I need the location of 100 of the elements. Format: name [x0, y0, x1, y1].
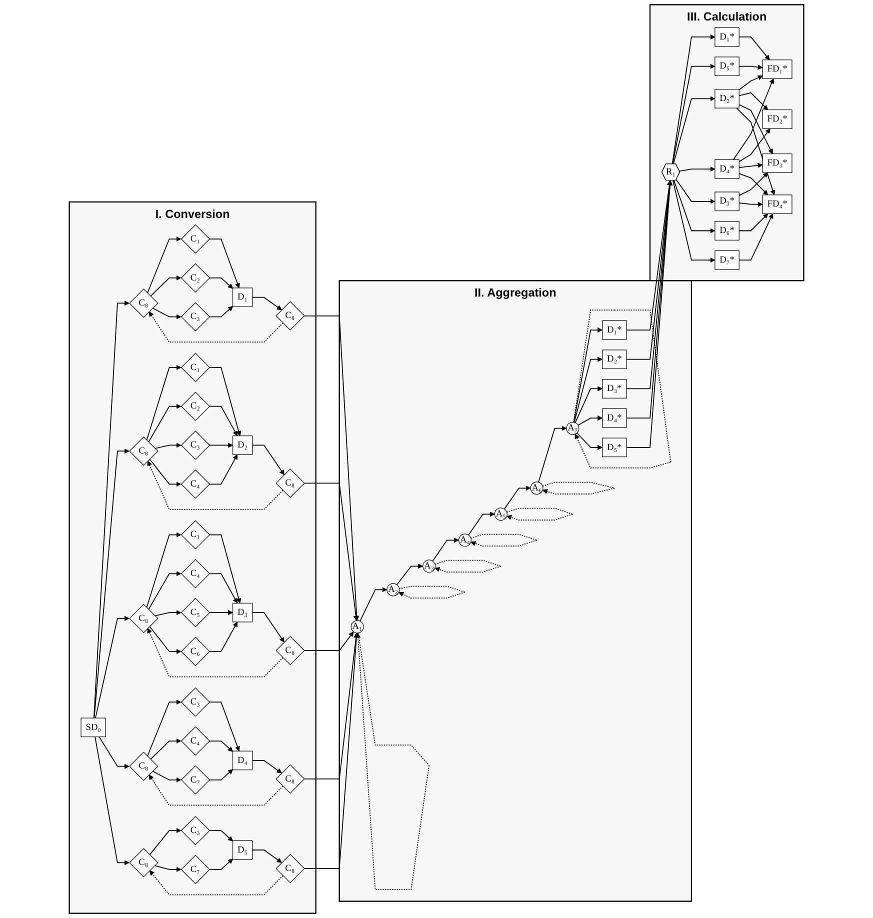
arrow: [578, 416, 603, 426]
arrow: [252, 612, 284, 642]
node-diamond: C₁: [180, 224, 210, 254]
arrow: [738, 162, 763, 168]
arrow: [148, 571, 182, 610]
arrow: [738, 75, 763, 90]
arrow: [94, 448, 130, 718]
arrow: [672, 96, 716, 165]
arrow: [252, 444, 284, 476]
node-diamond: C₃: [180, 302, 210, 332]
arrow: [304, 482, 358, 621]
arrow: [576, 432, 603, 450]
arrow: [538, 426, 567, 483]
arrow: [304, 632, 354, 651]
arrow: [434, 560, 502, 572]
arrow: [147, 460, 284, 510]
node-diamond: C₈: [129, 288, 158, 318]
node-box: D₅*: [602, 438, 627, 458]
arrow: [146, 532, 182, 608]
arrow: [732, 78, 774, 160]
arrow: [148, 312, 284, 343]
arrow: [573, 310, 672, 468]
node-box: D₂: [232, 436, 253, 455]
arrow: [468, 512, 495, 536]
arrow: [93, 300, 130, 718]
node-box: D₃*: [714, 192, 740, 212]
arrow: [504, 486, 531, 510]
arrow: [146, 364, 182, 441]
arrow: [738, 202, 763, 207]
arrow: [738, 128, 770, 162]
arrow: [208, 306, 234, 318]
node-diamond: C₇: [180, 765, 210, 794]
arrow: [360, 587, 388, 622]
node-box: FD₄*: [762, 194, 792, 214]
arrow: [152, 308, 182, 320]
node-box: D₃*: [602, 379, 627, 398]
arrow: [208, 830, 234, 842]
arrow: [208, 610, 234, 616]
node-box: FD₃*: [762, 154, 792, 173]
arrow: [542, 482, 615, 494]
arrow: [678, 166, 716, 172]
arrow: [149, 626, 182, 654]
arrow: [738, 213, 774, 261]
node-box: FD₂*: [762, 110, 792, 129]
arrow: [152, 770, 182, 782]
node-diamond: C₈: [129, 752, 158, 781]
node-box: D₁: [232, 288, 253, 308]
arrow: [672, 64, 716, 165]
arrow: [147, 628, 284, 678]
node-circle: A₅: [494, 508, 508, 521]
arrow: [672, 180, 716, 263]
arrow: [396, 564, 424, 586]
arrow: [94, 736, 130, 866]
arrow: [149, 870, 284, 896]
arrow: [95, 616, 130, 718]
node-diamond: C₁: [180, 352, 210, 382]
arrow: [304, 315, 360, 621]
arrow: [738, 104, 773, 154]
node-diamond: C₂: [180, 263, 210, 292]
node-circle: A₄: [458, 534, 472, 547]
arrow: [573, 327, 603, 423]
node-diamond: C₄: [180, 470, 210, 499]
node-diamond: C₁: [180, 520, 210, 550]
node-diamond: C₈: [129, 848, 158, 878]
arrow: [738, 213, 768, 232]
arrow: [150, 275, 182, 297]
arrow: [147, 236, 182, 294]
node-diamond: C₈: [129, 436, 158, 466]
arrow: [676, 179, 716, 204]
node-diamond: C₈: [129, 604, 158, 634]
arrow: [304, 632, 359, 780]
arrow: [208, 534, 242, 604]
arrow: [252, 760, 282, 774]
node-box: D₃: [232, 602, 253, 622]
node-diamond: C₇: [180, 854, 210, 884]
arrow: [398, 586, 466, 598]
node-diamond: C₃: [180, 688, 210, 717]
node-diamond: C₅: [180, 598, 210, 628]
node-box: D₅*: [714, 56, 740, 76]
arrow: [208, 367, 242, 436]
arrow: [208, 573, 238, 604]
arrow: [154, 610, 182, 616]
node-diamond: C₆: [180, 636, 210, 666]
arrow: [304, 632, 360, 869]
node-box: SD₀: [80, 718, 106, 738]
arrow: [208, 858, 234, 870]
arrow: [470, 534, 538, 546]
node-circle: A₁: [350, 620, 364, 634]
arrow: [574, 356, 603, 423]
arrow: [208, 454, 238, 485]
node-box: D₇*: [714, 250, 740, 270]
arrow: [574, 386, 603, 424]
arrow: [208, 702, 240, 752]
node-diamond: C₂: [180, 392, 210, 421]
arrow: [673, 180, 716, 234]
arrow: [672, 34, 716, 165]
node-diamond: C₃: [180, 816, 210, 846]
arrow: [147, 700, 182, 757]
node-box: D₄*: [602, 408, 627, 428]
node-circle: A₆: [530, 482, 544, 495]
